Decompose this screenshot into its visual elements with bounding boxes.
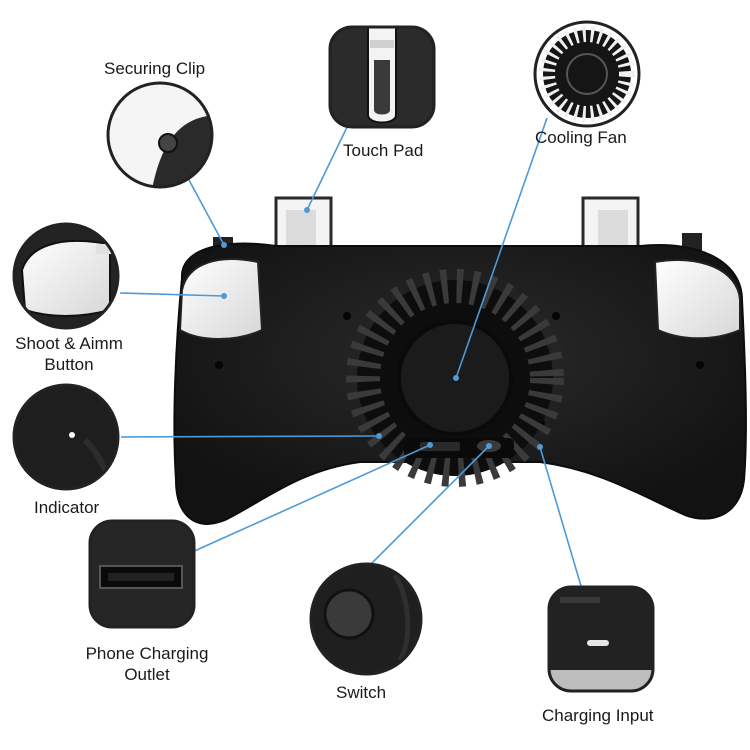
label-securing-clip: Securing Clip (104, 59, 206, 78)
left-shoot-button (178, 258, 264, 340)
label-cooling-fan: Cooling Fan (535, 128, 627, 147)
label-phone-charging-outlet: Phone Charging Outlet (74, 643, 220, 685)
callout-lines (119, 117, 582, 587)
label-phone-charging-line1: Phone Charging (85, 644, 209, 663)
label-indicator: Indicator (34, 498, 100, 517)
label-shoot-aim-button: Shoot & Aimm Button (6, 333, 132, 375)
label-shoot-aim-line1: Shoot & Aimm (15, 334, 123, 353)
switch-callout (309, 562, 423, 676)
label-touch-pad: Touch Pad (343, 141, 424, 160)
label-charging-input: Charging Input (542, 706, 654, 725)
right-shoot-button (653, 258, 741, 340)
phone-charging-outlet-callout (88, 519, 196, 629)
cooling-fan-callout (533, 20, 641, 128)
label-phone-charging-line2: Outlet (124, 665, 170, 684)
indicator-callout (12, 383, 120, 491)
charging-input-callout (547, 585, 655, 693)
touch-pad-callout (328, 25, 436, 129)
shoot-aim-callout (12, 222, 120, 330)
securing-clip-callout (106, 81, 214, 189)
label-switch: Switch (336, 683, 387, 702)
label-shoot-aim-line2: Button (44, 355, 94, 374)
controller-body (173, 196, 747, 525)
